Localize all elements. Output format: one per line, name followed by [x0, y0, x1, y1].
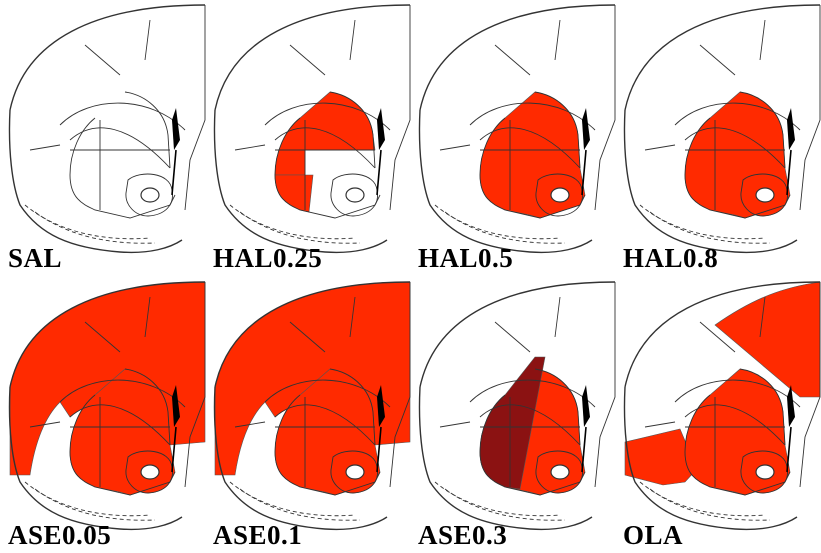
section-outline: [420, 5, 615, 110]
brain-section-drawing: [615, 277, 820, 553]
section-outline: [645, 145, 675, 150]
section-outline: [495, 45, 530, 75]
section-outline: [70, 128, 170, 168]
brain-section-panel: ASE0.1: [205, 277, 410, 553]
brain-section-panel: ASE0.05: [0, 277, 205, 553]
panel-label: ASE0.3: [418, 522, 507, 549]
section-outline: [70, 118, 175, 218]
panel-label: ASE0.05: [8, 522, 111, 549]
section-outline: [185, 5, 205, 210]
brain-section-drawing: [0, 277, 205, 553]
section-outline: [350, 20, 355, 60]
anterior-commissure: [346, 188, 364, 202]
lateral-ventricle: [172, 108, 180, 150]
anterior-commissure: [346, 465, 364, 479]
ventricle-tail: [377, 150, 381, 195]
brain-section-panel: HAL0.25: [205, 0, 410, 276]
brain-section-panel: HAL0.8: [615, 0, 820, 276]
region-striatum-upper: [275, 92, 375, 175]
lateral-ventricle: [582, 108, 590, 150]
section-outline: [290, 45, 325, 75]
section-outline: [440, 145, 470, 150]
section-outline: [10, 5, 205, 110]
lateral-ventricle: [377, 108, 385, 150]
section-outline: [125, 92, 170, 168]
section-outline: [145, 20, 150, 60]
section-outline: [625, 5, 820, 110]
brain-section-panel: OLA: [615, 277, 820, 553]
panel-label: OLA: [623, 522, 683, 549]
brain-section-drawing: [410, 0, 615, 276]
panel-label: HAL0.8: [623, 245, 718, 272]
lateral-ventricle: [787, 108, 795, 150]
section-outline: [760, 20, 765, 60]
panel-label: SAL: [8, 245, 62, 272]
section-outline: [230, 205, 355, 239]
section-outline: [555, 20, 560, 60]
brain-section-panel: HAL0.5: [410, 0, 615, 276]
anterior-commissure: [551, 188, 569, 202]
section-outline: [30, 145, 60, 150]
brain-section-panel: ASE0.3: [410, 277, 615, 553]
section-outline: [420, 282, 615, 387]
anterior-commissure: [756, 188, 774, 202]
brain-section-drawing: [615, 0, 820, 276]
section-outline: [595, 5, 615, 210]
section-outline: [495, 322, 530, 352]
anterior-commissure: [141, 188, 159, 202]
lateral-ventricle: [582, 385, 590, 427]
brain-section-drawing: [205, 277, 410, 553]
section-outline: [25, 205, 150, 239]
brain-section-drawing: [205, 0, 410, 276]
section-outline: [645, 422, 675, 427]
section-outline: [215, 5, 410, 110]
section-outline: [595, 282, 615, 487]
panel-label: HAL0.25: [213, 245, 322, 272]
section-outline: [555, 297, 560, 337]
region-striatum-full: [480, 92, 585, 218]
brain-section-drawing: [0, 0, 205, 276]
section-outline: [800, 5, 820, 210]
section-outline: [390, 5, 410, 210]
anterior-commissure: [756, 465, 774, 479]
section-outline: [85, 45, 120, 75]
section-outline: [235, 145, 265, 150]
region-striatum-lower-left: [275, 175, 313, 212]
panel-label: ASE0.1: [213, 522, 302, 549]
anterior-commissure: [551, 465, 569, 479]
section-outline: [700, 45, 735, 75]
ventricle-tail: [172, 150, 176, 195]
brain-section-drawing: [410, 277, 615, 553]
panel-label: HAL0.5: [418, 245, 513, 272]
anterior-commissure: [141, 465, 159, 479]
section-outline: [440, 422, 470, 427]
brain-section-panel: SAL: [0, 0, 205, 276]
section-outline: [9, 110, 182, 252]
